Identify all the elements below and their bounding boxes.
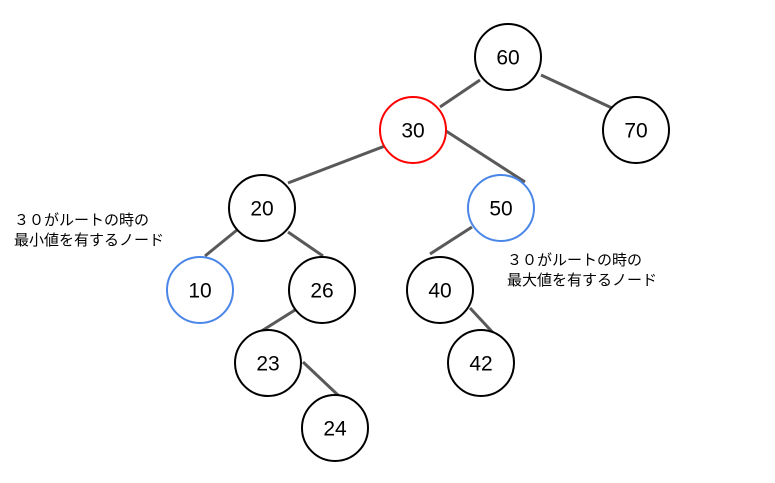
node-circle	[602, 96, 670, 164]
node-circle	[447, 329, 515, 397]
max-node-annotation: ３０がルートの時の 最大値を有するノード	[507, 252, 658, 289]
tree-node-24: 24	[301, 394, 369, 462]
tree-node-23: 23	[234, 329, 302, 397]
node-circle	[474, 23, 542, 91]
tree-node-42: 42	[447, 329, 515, 397]
node-label: 26	[310, 280, 333, 303]
min-node-annotation: ３０がルートの時の 最小値を有するノード	[14, 212, 165, 249]
edge-20-26	[287, 230, 324, 258]
edge-30-20	[287, 144, 386, 185]
edge-50-40	[429, 225, 473, 256]
node-circle	[406, 256, 474, 324]
tree-node-60: 60	[474, 23, 542, 91]
node-circle	[379, 96, 447, 164]
node-circle	[228, 174, 296, 242]
node-circle	[166, 256, 234, 324]
node-circle	[301, 394, 369, 462]
node-label: 40	[428, 280, 451, 303]
edge-20-10	[204, 228, 238, 258]
tree-node-20: 20	[228, 174, 296, 242]
edge-30-50	[445, 129, 526, 184]
node-label: 23	[256, 353, 279, 376]
node-label: 42	[469, 353, 492, 376]
node-label: 30	[401, 120, 424, 143]
tree-node-26: 26	[288, 256, 356, 324]
node-circle	[467, 174, 535, 242]
node-label: 10	[188, 280, 211, 303]
node-circle	[234, 329, 302, 397]
node-label: 24	[323, 418, 347, 441]
tree-node-50: 50	[467, 174, 535, 242]
node-label: 50	[489, 198, 512, 221]
node-label: 60	[496, 47, 519, 70]
node-circle	[288, 256, 356, 324]
edge-23-24	[301, 360, 342, 399]
tree-node-40: 40	[406, 256, 474, 324]
tree-node-30: 30	[379, 96, 447, 164]
node-label: 70	[624, 120, 647, 143]
edge-60-30	[439, 78, 481, 109]
tree-node-10: 10	[166, 256, 234, 324]
node-label: 20	[250, 198, 273, 221]
edge-60-70	[540, 73, 613, 110]
tree-node-70: 70	[602, 96, 670, 164]
